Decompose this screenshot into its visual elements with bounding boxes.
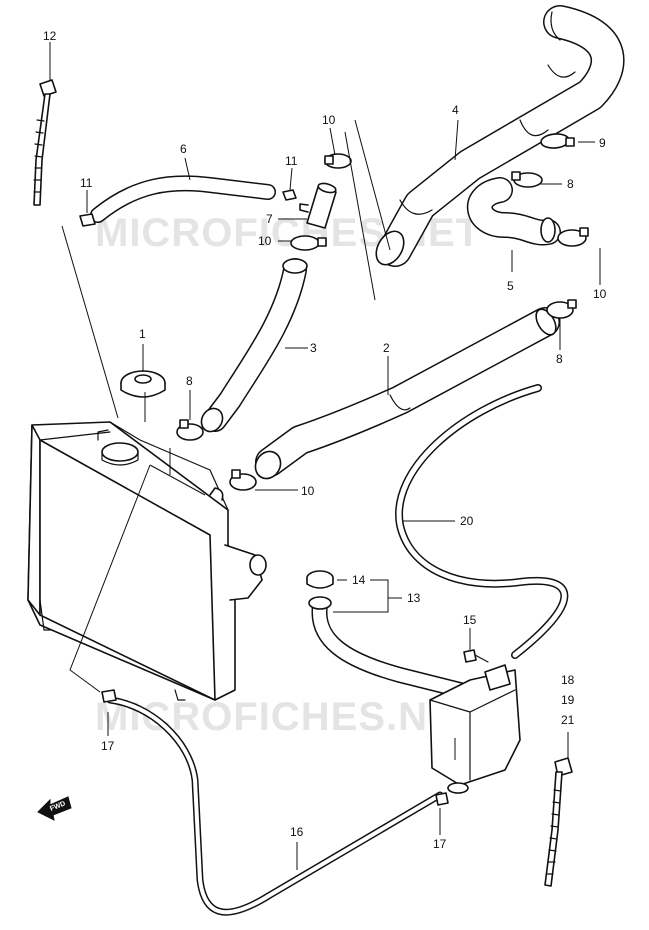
- clamp-part-17-right: [435, 792, 449, 806]
- fwd-direction-badge: FWD: [37, 796, 72, 821]
- callout-14: 14: [352, 573, 366, 587]
- callout-9: 9: [599, 136, 606, 150]
- callout-5: 5: [507, 279, 514, 293]
- clamp-part-8-upper: [511, 171, 543, 188]
- part-7-fitting: [299, 182, 337, 229]
- callout-10-top: 10: [322, 113, 336, 127]
- callout-labels: 12 11 6 11 10 7 10 4 9 8 5 10 8 1 3 2 8 …: [43, 29, 607, 851]
- clamp-part-9: [540, 133, 575, 149]
- callout-7: 7: [266, 212, 273, 226]
- callout-8-upper: 8: [567, 177, 574, 191]
- leader-lines: [49, 42, 601, 870]
- callout-18: 18: [561, 673, 575, 687]
- callout-20: 20: [460, 514, 474, 528]
- callout-13: 13: [407, 591, 421, 605]
- part-18-19-21-tie-band: [544, 757, 573, 887]
- part-13-reservoir-hose: [308, 596, 468, 698]
- callout-8-mid: 8: [556, 352, 563, 366]
- part-1-radiator-cap: [120, 370, 166, 398]
- part-6-bypass-hose: [90, 175, 276, 223]
- clamp-part-10-lower: [229, 469, 257, 491]
- callout-1: 1: [139, 327, 146, 341]
- callout-16: 16: [290, 825, 304, 839]
- clamp-part-8-left: [176, 419, 204, 441]
- part-14-reservoir-cap: [306, 570, 334, 589]
- callout-10-right: 10: [593, 287, 607, 301]
- callout-10-lower: 10: [301, 484, 315, 498]
- callout-15: 15: [463, 613, 477, 627]
- callout-2: 2: [383, 341, 390, 355]
- part-12-tie-band: [33, 79, 57, 206]
- callout-11-center: 11: [285, 154, 298, 168]
- callout-17-left: 17: [101, 739, 115, 753]
- callout-11-left: 11: [80, 176, 93, 190]
- callout-8-left: 8: [186, 374, 193, 388]
- clamp-part-11-left: [79, 213, 96, 227]
- callout-19: 19: [561, 693, 575, 707]
- clamp-part-8-mid: [546, 299, 577, 319]
- callout-3: 3: [310, 341, 317, 355]
- reservoir-tank: [429, 664, 521, 794]
- clamp-part-11-center: [282, 189, 297, 201]
- part-4-upper-hose: [375, 5, 625, 267]
- clamp-part-10-under-fitting: [290, 235, 327, 251]
- callout-6: 6: [180, 142, 187, 156]
- part-16-drain-hose: [106, 696, 444, 916]
- part-20-overflow-hose: [395, 384, 569, 659]
- part-3-radiator-hose: [200, 258, 308, 433]
- callout-12: 12: [43, 29, 57, 43]
- callout-4: 4: [452, 103, 459, 117]
- callout-10-under-fitting: 10: [258, 234, 272, 248]
- callout-21: 21: [561, 713, 575, 727]
- radiator-assembly: [27, 421, 267, 701]
- part-15-bolt: [463, 649, 489, 663]
- clamp-part-17-left: [101, 689, 117, 703]
- callout-17-right: 17: [433, 837, 447, 851]
- clamp-part-10-top: [324, 153, 352, 169]
- clamp-part-10-right: [557, 227, 589, 247]
- part-5-elbow-hose: [467, 177, 561, 246]
